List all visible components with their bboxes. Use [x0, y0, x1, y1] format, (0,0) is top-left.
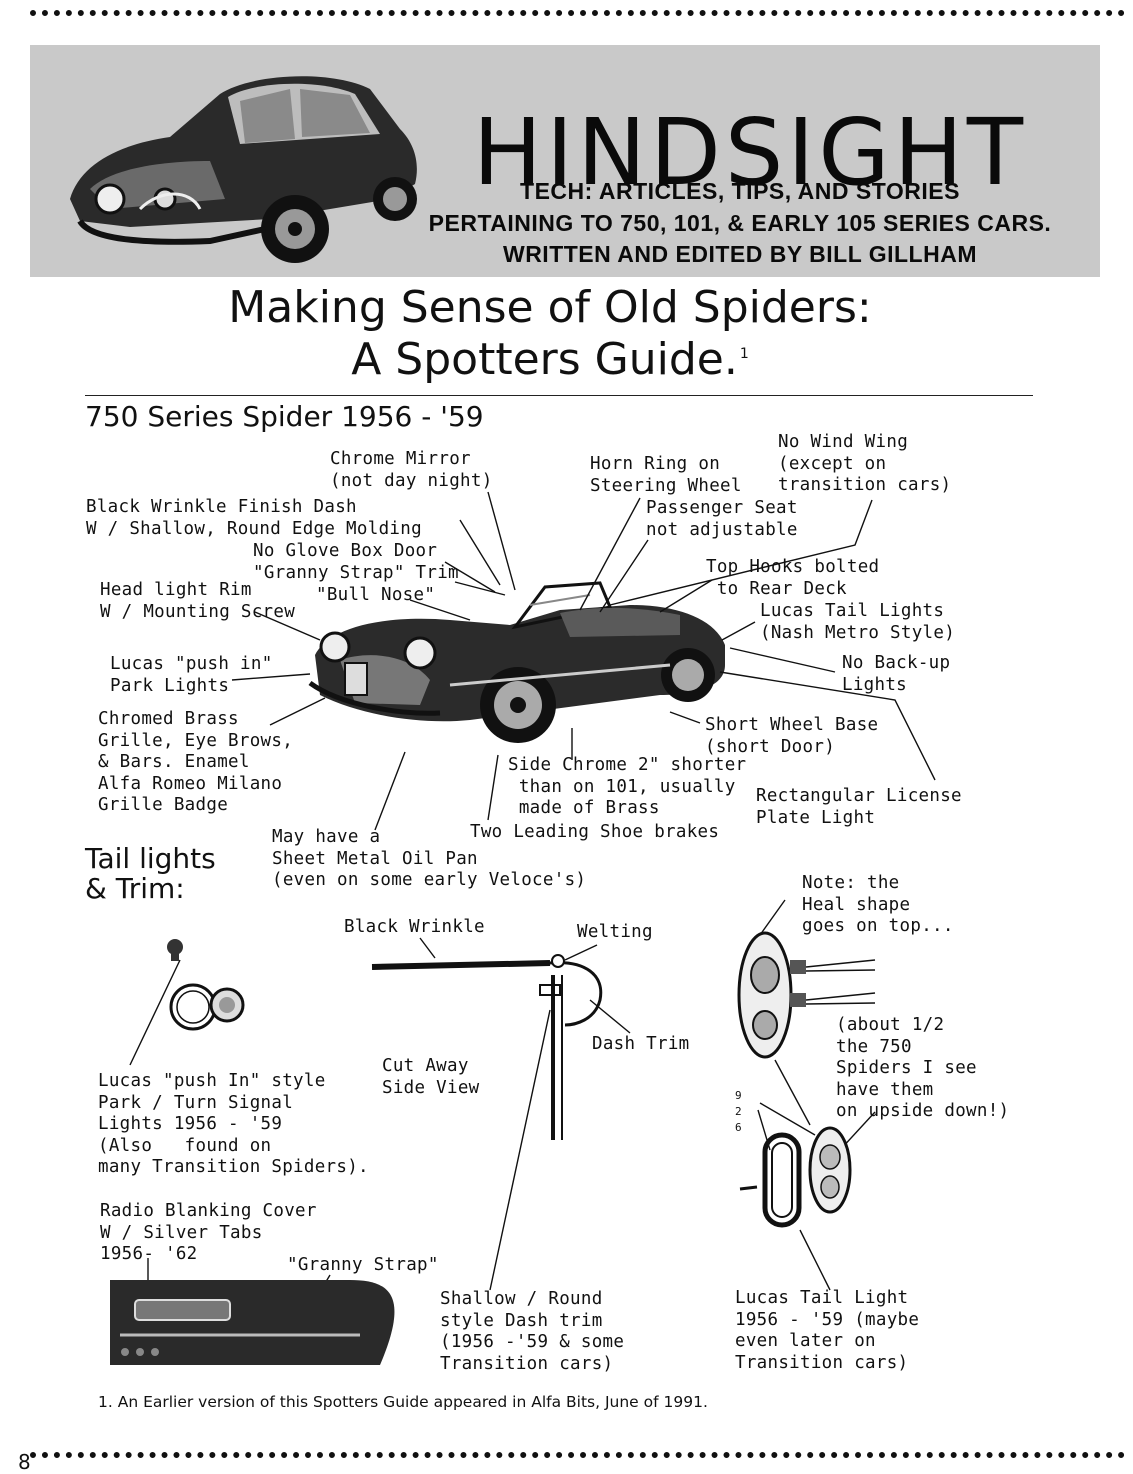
- callout-no-backup: No Back-up Lights: [842, 653, 951, 695]
- part-number-6: 6: [735, 1121, 742, 1134]
- section-title: 750 Series Spider 1956 - '59: [85, 400, 484, 433]
- part-number-9: 9: [735, 1089, 742, 1102]
- callout-side-chrome: Side Chrome 2" shorter than on 101, usua…: [508, 755, 747, 818]
- callout-no-wind-wing: No Wind Wing (except on transition cars): [778, 432, 952, 495]
- callout-black-wrinkle: Black Wrinkle: [344, 917, 485, 937]
- article-headline-line-1: Making Sense of Old Spiders:: [0, 282, 1100, 333]
- callout-no-glove-box: No Glove Box Door: [253, 541, 438, 561]
- top-dotted-rule: [30, 10, 1125, 16]
- page-number: 8: [18, 1450, 31, 1474]
- callout-lucas-tail-lights: Lucas Tail Lights (Nash Metro Style): [760, 601, 956, 643]
- tail-lights-section-title: Tail lights & Trim:: [85, 842, 216, 905]
- callout-radio-blanking: Radio Blanking Cover W / Silver Tabs 195…: [100, 1201, 317, 1264]
- banner-subtitle-2: PERTAINING TO 750, 101, & EARLY 105 SERI…: [428, 210, 1052, 236]
- callout-headlight-rim: Head light Rim W / Mounting Screw: [100, 580, 296, 622]
- headline-text-1: Making Sense of Old Spiders:: [228, 282, 872, 333]
- callout-granny-strap-trim: "Granny Strap" Trim: [253, 563, 459, 583]
- callout-passenger-seat: Passenger Seat not adjustable: [646, 498, 798, 540]
- callout-top-hooks: Top Hooks bolted to Rear Deck: [706, 557, 880, 599]
- bottom-dotted-rule: [30, 1452, 1125, 1458]
- banner-subtitle-3: WRITTEN AND EDITED BY BILL GILLHAM: [502, 241, 977, 267]
- footnote-mark: 1: [739, 346, 749, 363]
- callout-cut-away: Cut Away Side View: [382, 1056, 480, 1098]
- callout-lucas-push-in-style: Lucas "push In" style Park / Turn Signal…: [98, 1071, 369, 1177]
- callout-chrome-mirror: Chrome Mirror (not day night): [330, 449, 493, 491]
- callout-lucas-park-lights: Lucas "push in" Park Lights: [110, 654, 273, 696]
- article-headline-line-2: A Spotters Guide.1: [0, 334, 1100, 385]
- callout-chromed-brass: Chromed Brass Grille, Eye Brows, & Bars.…: [98, 709, 294, 815]
- callout-granny-strap: "Granny Strap": [287, 1255, 439, 1275]
- part-number-2: 2: [735, 1105, 742, 1118]
- spider-illustration: [308, 581, 725, 743]
- banner-subtitle-1: TECH: ARTICLES, TIPS, AND STORIES: [520, 178, 960, 204]
- callout-black-wrinkle-dash: Black Wrinkle Finish Dash W / Shallow, R…: [86, 497, 422, 539]
- callout-short-wheel-base: Short Wheel Base (short Door): [705, 715, 879, 757]
- callout-license-light: Rectangular License Plate Light: [756, 786, 962, 828]
- callout-dash-trim: Dash Trim: [592, 1034, 690, 1054]
- callout-shallow-round: Shallow / Round style Dash trim (1956 -'…: [440, 1289, 625, 1374]
- callout-oil-pan: May have a Sheet Metal Oil Pan (even on …: [272, 827, 587, 890]
- masthead-banner: HINDSIGHT TECH: ARTICLES, TIPS, AND STOR…: [30, 45, 1100, 277]
- tail-light-parts-illustration: [737, 931, 876, 1228]
- callout-horn-ring: Horn Ring on Steering Wheel: [590, 454, 742, 496]
- dash-trim-cutaway-illustration: [371, 954, 603, 1140]
- callout-about-half: (about 1/2 the 750 Spiders I see have th…: [836, 1015, 1010, 1121]
- callout-lucas-tail-light: Lucas Tail Light 1956 - '59 (maybe even …: [735, 1288, 920, 1373]
- coupe-illustration: [70, 76, 417, 263]
- park-light-parts-illustration: [167, 939, 245, 1031]
- section-divider: [85, 395, 1033, 396]
- callout-welting: Welting: [577, 922, 653, 942]
- headline-text-2: A Spotters Guide.: [351, 334, 738, 385]
- callout-note-heal: Note: the Heal shape goes on top...: [802, 873, 954, 936]
- footnote: 1. An Earlier version of this Spotters G…: [98, 1393, 708, 1411]
- radio-blanking-cover-illustration: [110, 1280, 395, 1365]
- callout-two-leading-shoe: Two Leading Shoe brakes: [470, 822, 720, 842]
- callout-bull-nose: "Bull Nose": [316, 585, 436, 605]
- masthead-title: HINDSIGHT: [472, 99, 1028, 206]
